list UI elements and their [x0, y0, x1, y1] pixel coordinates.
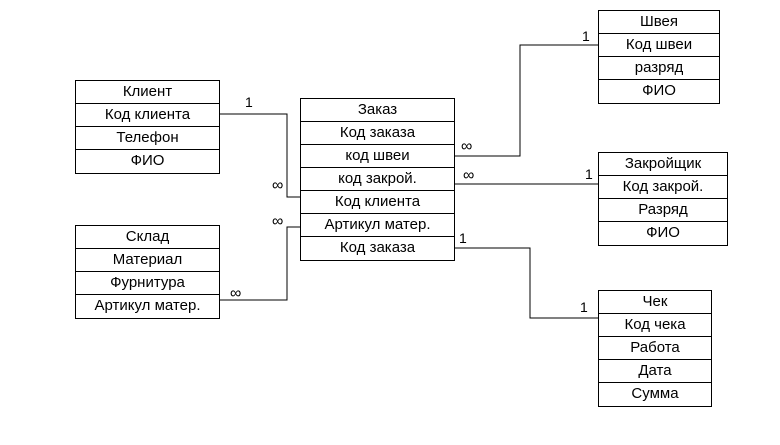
table-title: Чек [599, 291, 711, 314]
table-field: Артикул матер. [301, 214, 454, 237]
connector-sklad-zakaz[interactable] [220, 226, 300, 301]
table-field: Материал [76, 249, 219, 272]
connector-client-zakaz[interactable] [220, 113, 300, 198]
table-field: Код заказа [339, 239, 416, 256]
table-title: Заказ [301, 99, 454, 122]
table-field: ФИО [646, 224, 680, 241]
table-field: Код клиента [301, 191, 454, 214]
table-title: Клиент [76, 81, 219, 104]
cardinality-label: ∞ [461, 138, 472, 155]
table-chek[interactable]: Чек Код чека Работа Дата Сумма [598, 290, 712, 407]
table-zakaz[interactable]: Заказ Код заказа код швеи код закрой. Ко… [300, 98, 455, 261]
table-field: Код клиента [76, 104, 219, 127]
table-field: Код заказа [301, 122, 454, 145]
cardinality-label: ∞ [463, 167, 474, 184]
table-field: Код чека [599, 314, 711, 337]
table-client[interactable]: Клиент Код клиента Телефон ФИО [75, 80, 220, 174]
table-field: Работа [599, 337, 711, 360]
table-field: ФИО [642, 82, 676, 99]
table-field: код швеи [301, 145, 454, 168]
table-field: Телефон [76, 127, 219, 150]
connector-zakaz-chek[interactable] [455, 247, 598, 319]
cardinality-label: ∞ [272, 213, 283, 230]
table-sklad[interactable]: Склад Материал Фурнитура Артикул матер. [75, 225, 220, 319]
table-field: Артикул матер. [94, 297, 201, 314]
table-title: Швея [599, 11, 719, 34]
table-field: разряд [599, 57, 719, 80]
cardinality-label: 1 [582, 28, 590, 44]
cardinality-label: 1 [580, 299, 588, 315]
cardinality-label: ∞ [230, 285, 241, 302]
table-zakroyshchik[interactable]: Закройщик Код закрой. Разряд ФИО [598, 152, 728, 246]
cardinality-label: 1 [459, 230, 467, 246]
table-field: ФИО [130, 152, 165, 169]
connector-zakaz-shveya[interactable] [455, 44, 598, 157]
table-field: Код швеи [599, 34, 719, 57]
cardinality-label: 1 [245, 94, 253, 110]
table-field: код закрой. [301, 168, 454, 191]
table-field: Фурнитура [76, 272, 219, 295]
table-field: Дата [599, 360, 711, 383]
table-field: Сумма [631, 385, 679, 402]
table-title: Закройщик [599, 153, 727, 176]
cardinality-label: ∞ [272, 177, 283, 194]
table-field: Разряд [599, 199, 727, 222]
table-field: Код закрой. [599, 176, 727, 199]
table-title: Склад [76, 226, 219, 249]
cardinality-label: 1 [585, 166, 593, 182]
table-shveya[interactable]: Швея Код швеи разряд ФИО [598, 10, 720, 104]
